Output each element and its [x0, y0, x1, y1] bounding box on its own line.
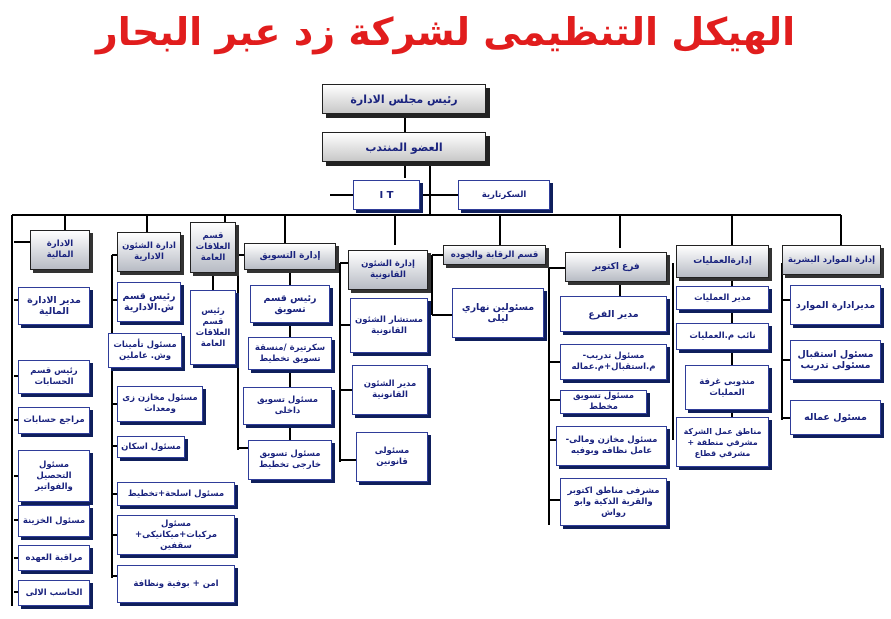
quality-item: مسئولين نهاري ليلى [452, 288, 544, 338]
finance-item: مسئول التحصيل والفواتير [18, 450, 90, 502]
hr-header: إدارة الموارد البشرية [782, 245, 881, 275]
operations-item: مناطق عمل الشركة مشرقي منطقة + مشرقي قطا… [676, 417, 769, 467]
finance-item: رئيس قسم الحسابات [18, 360, 90, 394]
marketing-item: رئيس قسم تسويق [250, 285, 330, 323]
admin-item: مسئول تأمينات وش. عاملين [108, 333, 182, 368]
october-header: فرع اكتوبر [565, 252, 667, 282]
october-item: مسئول تدريب- م.استقبال+م.عماله [560, 344, 667, 380]
admin-item: مسئول مركبات+ميكانيكى+ سقفين [117, 515, 235, 555]
admin-item: مسئول اسلحة+تخطيط [117, 482, 235, 506]
admin-item: امن + بوفية ونظافة [117, 565, 235, 603]
operations-item: نائب م.العمليات [676, 323, 769, 350]
pr-item: رئيس قسم العلاقات العامة [190, 290, 236, 365]
admin-item: مسئول اسكان [117, 436, 185, 458]
october-item: مشرفى مناطق اكتوبر والقرية الذكية وابو ر… [560, 478, 667, 526]
finance-item: مدير الادارة المالية [18, 287, 90, 325]
finance-header: الادارة المالية [30, 230, 90, 270]
quality-header: قسم الرقابة والجوده [443, 245, 546, 265]
hr-item: مديرادارة الموارد [790, 285, 881, 325]
operations-item: مدير العمليات [676, 286, 769, 310]
it-box: I T [353, 180, 420, 210]
october-item: مسئول مخازن ومالى- عامل نظافه وبوفيه [556, 426, 667, 466]
finance-item: الحاسب الالى [18, 580, 90, 606]
october-item: مسئول تسويق مخطط [560, 390, 647, 414]
managing-member-box: العضو المنتدب [322, 132, 486, 162]
admin-item: مسئول مخازن زى ومعدات [117, 386, 203, 422]
operations-item: مندوبى غرفة العمليات [685, 365, 769, 410]
chart-title: الهيكل التنظيمى لشركة زد عبر البحار [95, 10, 796, 54]
operations-header: إدارةالعمليات [676, 245, 769, 278]
marketing-item: مسئول تسويق خارجى تخطيط [248, 440, 332, 480]
hr-item: مسئول استقبال مسئولى تدريب [790, 340, 881, 380]
admin-item: رئيس قسم ش.الادارية [117, 282, 181, 322]
secretariat-box: السكرتارية [458, 180, 550, 210]
legal-item: مدير الشئون القانونية [352, 365, 428, 415]
legal-item: مستشار الشئون القانونية [350, 298, 428, 353]
hr-item: مسئول عماله [790, 400, 881, 435]
legal-item: مسئولى قانونين [356, 432, 428, 482]
chairman-box: رئيس مجلس الادارة [322, 84, 486, 114]
finance-item: مراقبة العهده [18, 545, 90, 571]
finance-item: مراجع حسابات [18, 407, 90, 434]
admin-header: ادارة الشئون الادارية [117, 232, 181, 272]
marketing-item: مسئول تسويق داخلى [243, 387, 332, 425]
legal-header: إدارة الشئون القانونية [348, 250, 428, 290]
marketing-item: سكرتيرة /منسقة تسويق تخطيط [248, 337, 332, 370]
marketing-header: إدارة التسويق [244, 243, 336, 270]
pr-header: قسم العلاقات العامة [190, 222, 236, 273]
october-item: مدير الفرع [560, 296, 667, 332]
finance-item: مسئول الخزينة [18, 505, 90, 537]
